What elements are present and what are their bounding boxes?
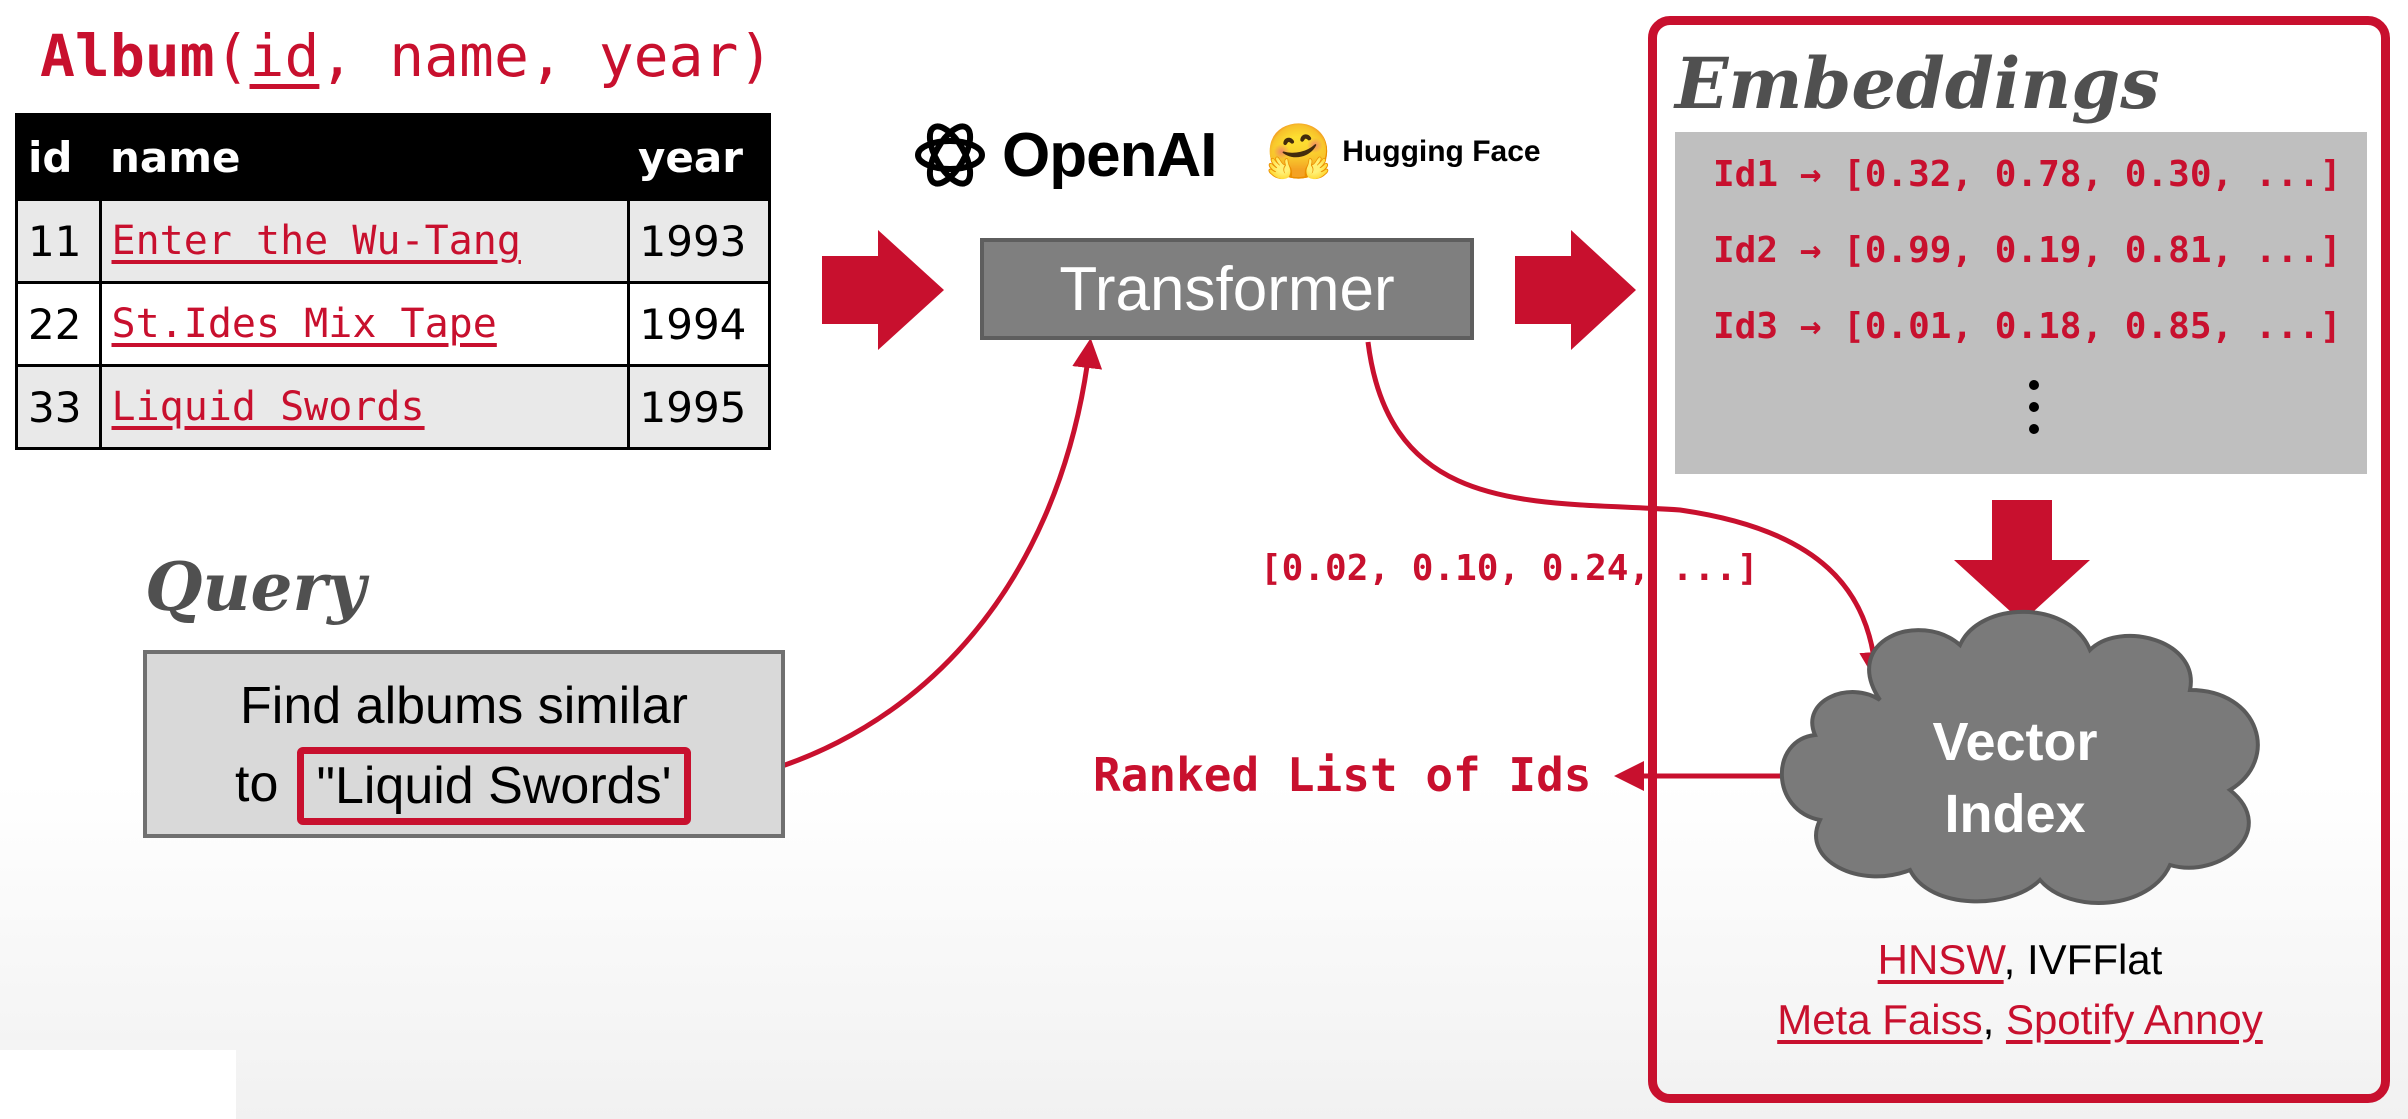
embeddings-title: Embeddings	[1675, 42, 2160, 125]
vertical-ellipsis-icon	[2029, 380, 2039, 446]
block-arrow-embeddings-to-index	[1954, 500, 2090, 622]
query-highlight-text: "Liquid Swords'	[316, 757, 672, 815]
cell-name-link[interactable]: Liquid Swords	[98, 364, 630, 450]
index-libraries: HNSW, IVFFlat Meta Faiss, Spotify Annoy	[1740, 930, 2300, 1050]
table-header-row: id name year	[16, 114, 770, 200]
spotify-annoy-link[interactable]: Spotify Annoy	[2005, 996, 2263, 1043]
column-header-name: name	[100, 114, 628, 200]
cell-year: 1994	[626, 281, 771, 367]
block-arrow-transformer-to-embeddings	[1515, 230, 1636, 350]
album-table: id name year 11 Enter the Wu-Tang 1993 2…	[15, 113, 771, 450]
libs-line1: HNSW, IVFFlat	[1740, 930, 2300, 990]
embedding-row: Id3 → [0.01, 0.18, 0.85, ...]	[1713, 306, 2342, 347]
openai-logo: OpenAI	[910, 115, 1217, 195]
schema-open-paren: (	[214, 22, 250, 90]
embeddings-box: Id1 → [0.32, 0.78, 0.30, ...] Id2 → [0.9…	[1675, 132, 2367, 474]
block-arrow-table-to-transformer	[822, 230, 944, 350]
cell-id: 22	[15, 281, 102, 367]
query-box: Find albums similar to "Liquid Swords'	[143, 650, 785, 838]
schema-table-name: Album	[40, 22, 215, 90]
query-text-line1: Find albums similar	[240, 677, 688, 735]
arrow-transformer-to-index	[1365, 341, 1890, 682]
table-row: 22 St.Ides Mix Tape 1994	[15, 281, 771, 367]
vector-index-label: Vector Index	[1880, 706, 2150, 850]
query-text-prefix: to	[235, 755, 279, 813]
schema-other-columns: , name, year)	[319, 22, 774, 90]
embeddings-frame	[1648, 16, 2390, 1103]
query-highlight: "Liquid Swords'	[297, 747, 691, 825]
cell-id: 33	[15, 364, 102, 450]
table-row: 11 Enter the Wu-Tang 1993	[15, 198, 771, 284]
libs-separator: ,	[1982, 996, 2006, 1043]
cell-year: 1995	[626, 364, 771, 450]
huggingface-wordmark: Hugging Face	[1342, 135, 1541, 168]
corner-patch	[0, 1050, 236, 1119]
cell-name-link[interactable]: Enter the Wu-Tang	[98, 198, 630, 284]
openai-wordmark: OpenAI	[1002, 120, 1217, 190]
column-header-id: id	[16, 114, 100, 200]
query-vector: [0.02, 0.10, 0.24, ...]	[1260, 548, 1759, 589]
transformer-label: Transformer	[1059, 254, 1395, 324]
transformer-box: Transformer	[980, 238, 1474, 340]
libs-line2: Meta Faiss, Spotify Annoy	[1740, 990, 2300, 1050]
ranked-list-label: Ranked List of Ids	[1093, 748, 1592, 802]
embedding-row: Id1 → [0.32, 0.78, 0.30, ...]	[1713, 154, 2342, 195]
ivfflat-text: IVFFlat	[2026, 936, 2163, 983]
libs-separator: ,	[2003, 936, 2027, 983]
vector-index-line2: Index	[1944, 784, 2086, 844]
table-row: 33 Liquid Swords 1995	[15, 364, 771, 450]
hugging-face-emoji-icon: 🤗	[1265, 122, 1333, 182]
schema-key-column: id	[249, 22, 320, 90]
cell-name-link[interactable]: St.Ides Mix Tape	[98, 281, 630, 367]
hnsw-link[interactable]: HNSW	[1877, 936, 2004, 983]
embedding-row: Id2 → [0.99, 0.19, 0.81, ...]	[1713, 230, 2342, 271]
vector-index-cloud	[1779, 609, 2260, 905]
query-title: Query	[145, 548, 366, 626]
huggingface-logo: 🤗 Hugging Face	[1265, 125, 1541, 179]
column-header-year: year	[628, 114, 770, 200]
vector-index-line1: Vector	[1932, 712, 2098, 772]
meta-faiss-link[interactable]: Meta Faiss	[1777, 996, 1983, 1043]
cell-id: 11	[15, 198, 102, 284]
schema-title: Album(id, name, year)	[40, 22, 773, 90]
openai-knot-icon	[915, 123, 985, 187]
cell-year: 1993	[626, 198, 771, 284]
